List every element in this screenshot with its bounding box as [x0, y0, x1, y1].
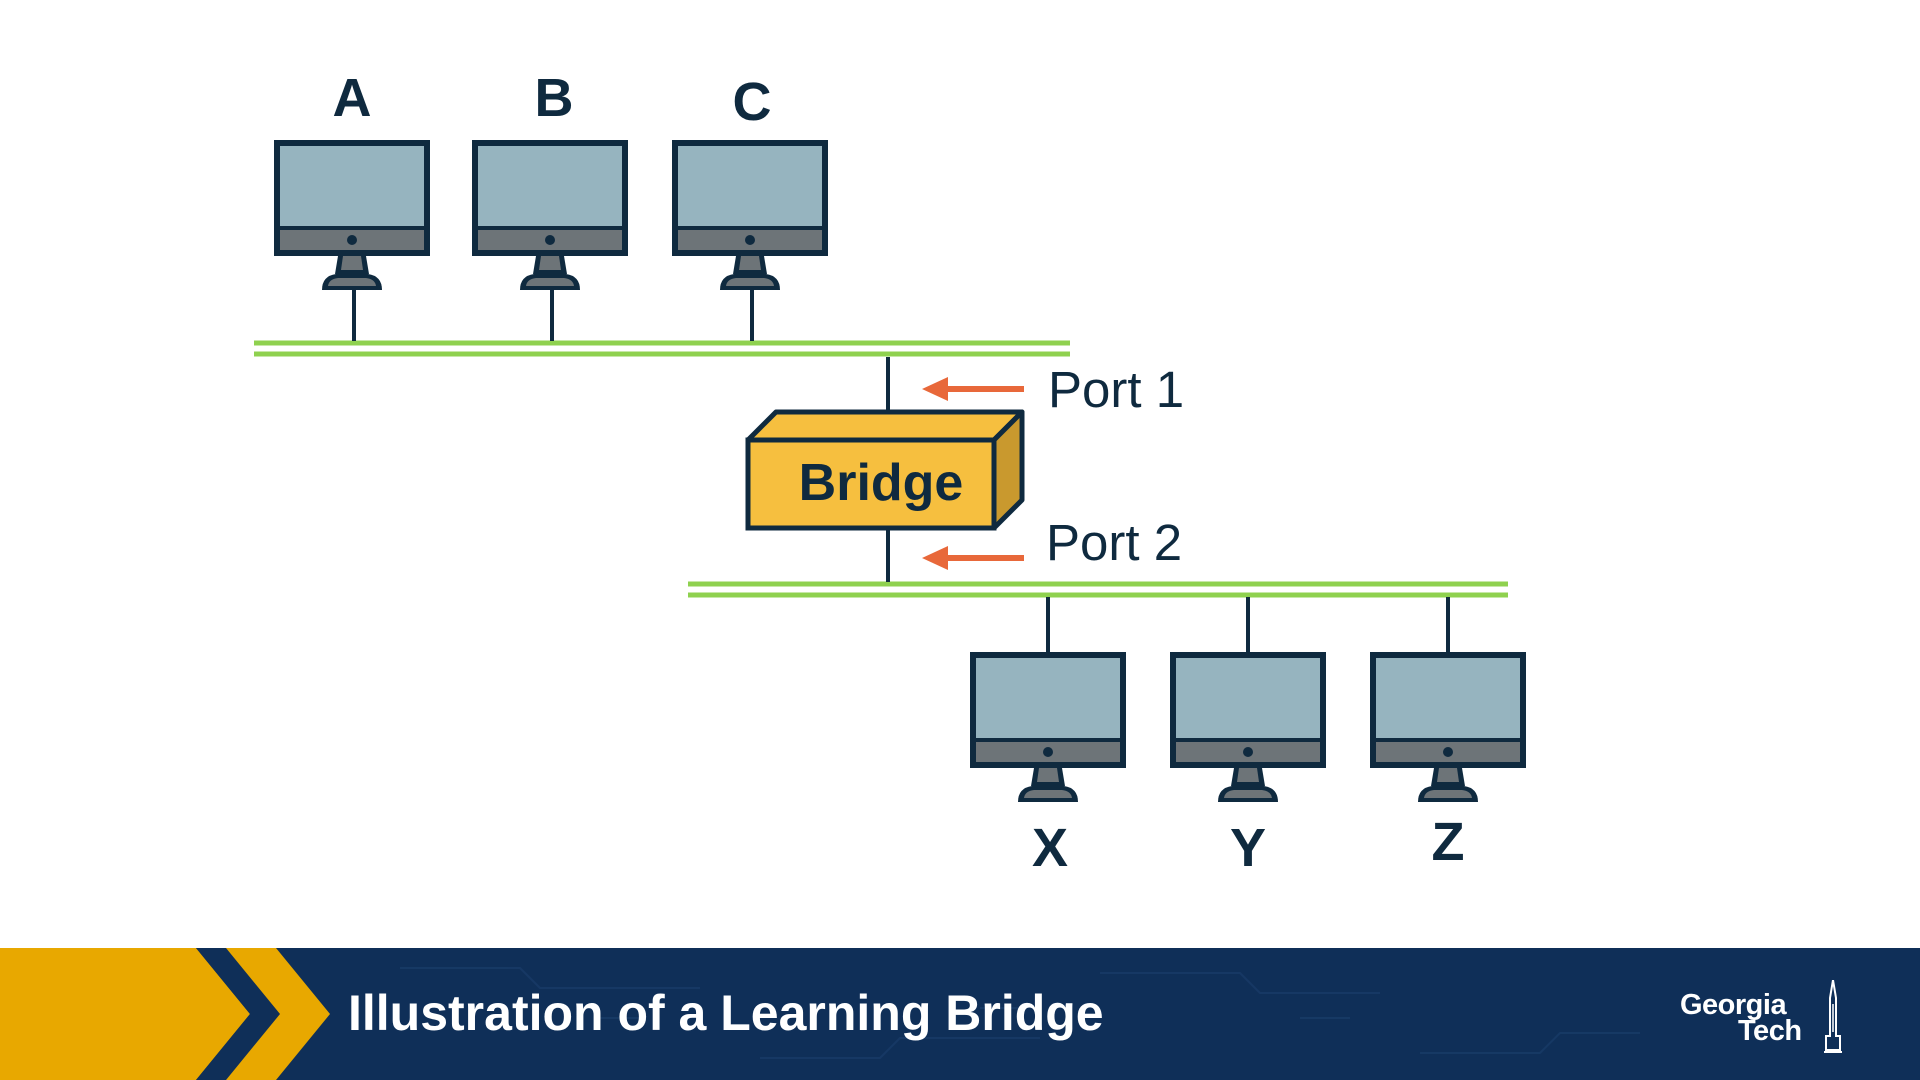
bridge-label: Bridge: [799, 454, 964, 512]
host-label-c: C: [733, 72, 772, 132]
port-2-arrow-icon: [922, 546, 1024, 570]
computer-icon: [274, 140, 430, 290]
host-label-a: A: [333, 68, 372, 128]
footer-bar: Illustration of a Learning Bridge Georgi…: [0, 948, 1920, 1080]
logo-word-tech: Tech: [1738, 1015, 1802, 1047]
top-hosts: A B C: [274, 68, 828, 290]
host-label-b: B: [535, 68, 574, 128]
computer-icon: [472, 140, 628, 290]
computer-icon: [970, 652, 1126, 802]
bridge-device: Bridge: [745, 409, 1025, 531]
tech-tower-icon: [1824, 980, 1842, 1053]
footer-chevrons: [0, 948, 1920, 1080]
port-1-arrow-icon: [922, 377, 1024, 401]
bottom-hosts: X Y Z: [970, 652, 1526, 878]
host-z: Z: [1370, 652, 1526, 872]
host-b: B: [472, 68, 628, 290]
lan-segment-2: [688, 581, 1508, 598]
host-label-y: Y: [1230, 818, 1266, 878]
host-a: A: [274, 68, 430, 290]
logo-word-georgia: Georgia: [1680, 989, 1787, 1021]
port-2-label: Port 2: [1046, 514, 1182, 571]
host-x: X: [970, 652, 1126, 878]
host-y: Y: [1170, 652, 1326, 878]
computer-icon: [672, 140, 828, 290]
host-label-x: X: [1032, 818, 1068, 878]
host-label-z: Z: [1432, 812, 1465, 872]
slide-title: Illustration of a Learning Bridge: [348, 985, 1104, 1041]
georgia-tech-logo: Georgia Tech: [1676, 980, 1846, 1056]
computer-icon: [1170, 652, 1326, 802]
computer-icon: [1370, 652, 1526, 802]
host-c: C: [672, 72, 828, 290]
host-drop-lines: [352, 290, 1450, 652]
lan-segment-1: [254, 340, 1070, 357]
port-1-label: Port 1: [1048, 361, 1184, 418]
